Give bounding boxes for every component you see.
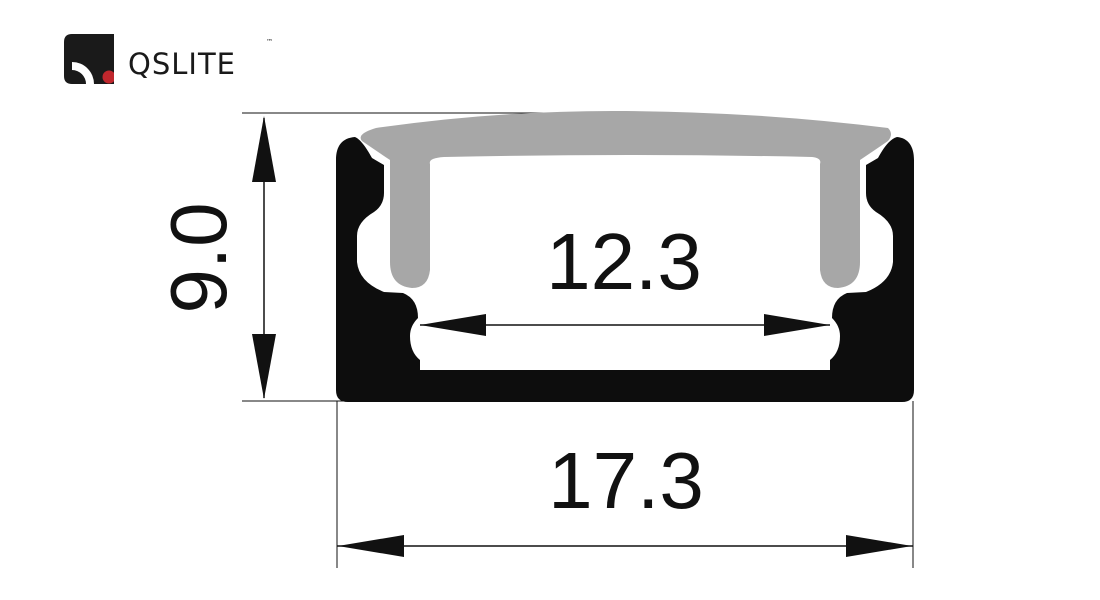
- diffuser-cover: [360, 110, 892, 288]
- outer-width-arrow-right: [846, 535, 912, 557]
- inner-width-dimension-label: 12.3: [546, 217, 702, 306]
- outer-width-dimension-label: 17.3: [548, 436, 704, 525]
- inner-width-arrow-right: [764, 314, 830, 336]
- brand-logo: QSLITE ™: [64, 34, 284, 88]
- inner-width-arrow-left: [420, 314, 486, 336]
- aluminium-channel: [336, 137, 914, 402]
- trademark-symbol: ™: [266, 38, 273, 46]
- brand-name: QSLITE: [128, 47, 236, 81]
- outer-width-arrow-left: [338, 535, 404, 557]
- channel-inner-cavity: [420, 316, 830, 370]
- height-arrow-bottom: [252, 334, 276, 399]
- logo-mark-icon: [64, 34, 114, 84]
- height-dimension-label: 9.0: [154, 202, 243, 313]
- height-arrow-top: [252, 116, 276, 182]
